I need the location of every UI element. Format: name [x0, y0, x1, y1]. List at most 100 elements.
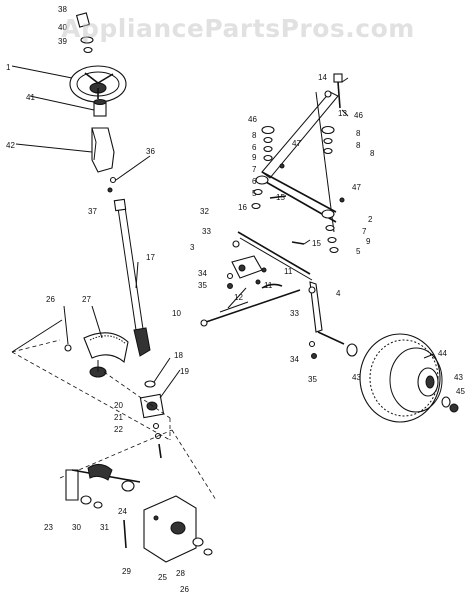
spindle-arm-4	[308, 281, 345, 345]
callout: 39	[58, 37, 67, 46]
fitting-47a	[279, 163, 285, 169]
callout: 23	[44, 523, 53, 532]
callout: 8	[252, 131, 257, 140]
callout: 7	[252, 165, 257, 174]
callout: 8	[356, 129, 361, 138]
callout: 6	[252, 143, 257, 152]
bolt-29	[123, 519, 127, 549]
washer-43a	[346, 343, 358, 357]
callout: 22	[114, 425, 123, 434]
bolt-14	[333, 73, 343, 109]
callout-labels: 38 40 39 1 41 42 36 37 17 26 27 18 19 20…	[6, 5, 465, 594]
drag-link-32	[237, 231, 313, 281]
callout: 35	[198, 281, 207, 290]
callout: 2	[368, 215, 373, 224]
callout: 15	[276, 193, 285, 202]
callout: 17	[146, 253, 155, 262]
callout: 43	[454, 373, 463, 382]
adapter-41	[93, 99, 107, 117]
link-12	[261, 283, 283, 289]
callout: 36	[146, 147, 155, 156]
pin-11b	[255, 279, 261, 285]
callout: 40	[58, 23, 67, 32]
callout: 32	[200, 207, 209, 216]
callout: 9	[366, 237, 371, 246]
callout: 46	[248, 115, 257, 124]
callout: 38	[58, 5, 67, 14]
washer-43b	[441, 396, 451, 408]
clip-26a	[64, 344, 72, 352]
boot-42	[91, 127, 115, 173]
callout: 1	[6, 63, 11, 72]
callout: 19	[180, 367, 189, 376]
callout: 3	[190, 243, 195, 252]
pinion-housing-19	[139, 393, 165, 419]
callout: 33	[290, 309, 299, 318]
steering-wheel-1	[69, 65, 127, 103]
nut-33a	[232, 240, 240, 248]
callout: 11	[264, 281, 273, 290]
callout: 15	[312, 239, 321, 248]
callout: 8	[370, 149, 375, 158]
nut-31	[93, 501, 103, 509]
spindle-stack-left	[251, 125, 275, 210]
callout: 14	[318, 73, 327, 82]
callout: 12	[234, 293, 243, 302]
cap-45	[449, 403, 459, 413]
callout: 45	[456, 387, 465, 396]
bolt-15b	[291, 241, 305, 245]
callout: 5	[356, 247, 361, 256]
callout: 34	[290, 355, 299, 364]
callout: 35	[308, 375, 317, 384]
alignment-dashes-lower	[59, 429, 217, 501]
bolt-22	[158, 443, 162, 459]
callout: 8	[356, 141, 361, 150]
washer-18	[144, 380, 156, 388]
callout: 5	[252, 189, 257, 198]
callout: 10	[172, 309, 181, 318]
callout: 41	[26, 93, 35, 102]
alignment-dashes-upper	[11, 339, 171, 441]
callout: 47	[292, 139, 301, 148]
callout: 47	[352, 183, 361, 192]
fitting-47b	[339, 197, 345, 203]
hardware-20	[152, 422, 160, 430]
pin-11a	[261, 267, 267, 273]
bolt-15a	[269, 195, 287, 199]
callout: 16	[238, 203, 247, 212]
nut-34a	[226, 272, 234, 280]
sector-gear-27	[83, 332, 129, 378]
callout: 37	[88, 207, 97, 216]
callout: 43	[352, 373, 361, 382]
clip-36-37	[107, 176, 117, 193]
callout: 4	[336, 289, 341, 298]
tie-rod-10	[200, 289, 301, 327]
callout: 28	[176, 569, 185, 578]
callout: 7	[362, 227, 367, 236]
callout: 33	[202, 227, 211, 236]
callout: 46	[354, 111, 363, 120]
clip-26b	[203, 548, 213, 556]
callout: 34	[198, 269, 207, 278]
callout: 21	[114, 413, 123, 422]
callout: 29	[122, 567, 131, 576]
callout: 26	[180, 585, 189, 594]
steering-arm-23	[65, 464, 141, 501]
callout: 11	[284, 267, 293, 276]
callout: 20	[114, 401, 123, 410]
callout: 42	[6, 141, 15, 150]
callout: 27	[82, 295, 91, 304]
nut-34b	[308, 340, 316, 348]
steering-shaft-17	[113, 198, 151, 357]
callout: 31	[100, 523, 109, 532]
callout: 6	[252, 177, 257, 186]
callout: 25	[158, 573, 167, 582]
pin-35a	[227, 283, 233, 289]
leader-lines	[11, 65, 435, 399]
pin-35b	[311, 353, 317, 359]
callout: 13	[338, 109, 347, 118]
steering-arm-3	[231, 255, 263, 279]
callout: 44	[438, 349, 447, 358]
